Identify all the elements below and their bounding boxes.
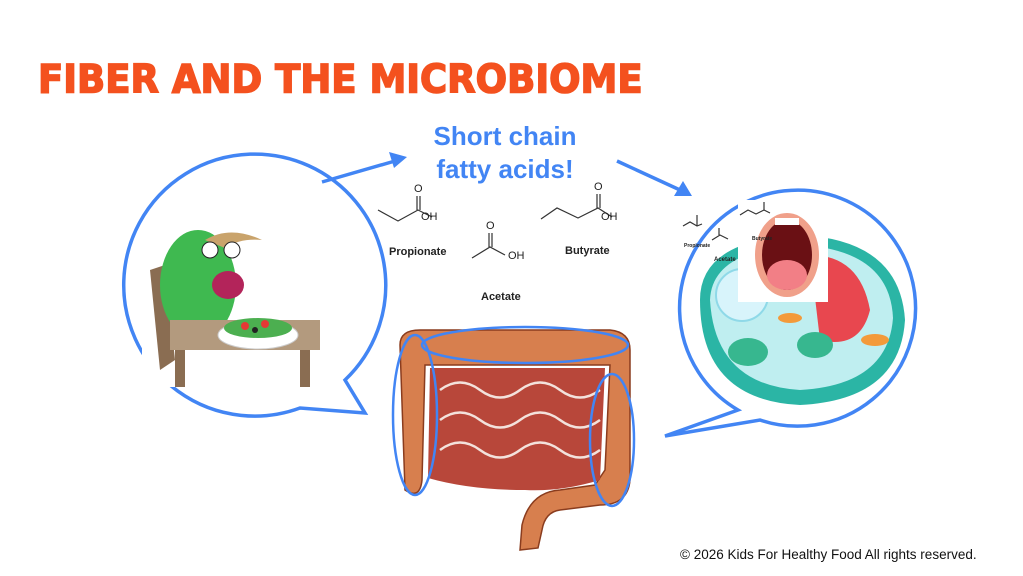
oh-label: OH	[421, 211, 438, 223]
butyrate-label: Butyrate	[565, 245, 610, 257]
arrow-to-acids	[321, 152, 407, 184]
o-label: O	[594, 181, 603, 193]
slide-title: FIBER AND THE MICROBIOME	[37, 56, 643, 103]
subtitle-line-1: Short chain	[433, 121, 577, 151]
right-speech-bubble	[664, 188, 918, 438]
acetate-label: Acetate	[481, 291, 521, 303]
o-label: O	[414, 183, 423, 195]
copyright-notice: © 2026 Kids For Healthy Food All rights …	[680, 547, 977, 562]
acetate-mini-label: Acetate	[714, 257, 736, 263]
arrow-to-cell	[616, 159, 692, 196]
oh-label: OH	[508, 250, 525, 262]
oh-label: OH	[601, 211, 618, 223]
butyrate-mini-label: Butyrate	[752, 236, 773, 242]
monster-eating-salad-illustration	[142, 222, 322, 387]
molecule-structures	[377, 194, 771, 259]
propionate-label: Propionate	[389, 246, 447, 258]
subtitle-line-2: fatty acids!	[436, 154, 574, 184]
o-label: O	[486, 220, 495, 232]
subtitle: Short chain fatty acids!	[405, 120, 605, 186]
propionate-mini-label: Propionate	[684, 243, 711, 249]
open-mouth-illustration	[738, 200, 828, 302]
large-intestine-illustration	[391, 325, 636, 551]
left-speech-bubble	[122, 152, 388, 418]
